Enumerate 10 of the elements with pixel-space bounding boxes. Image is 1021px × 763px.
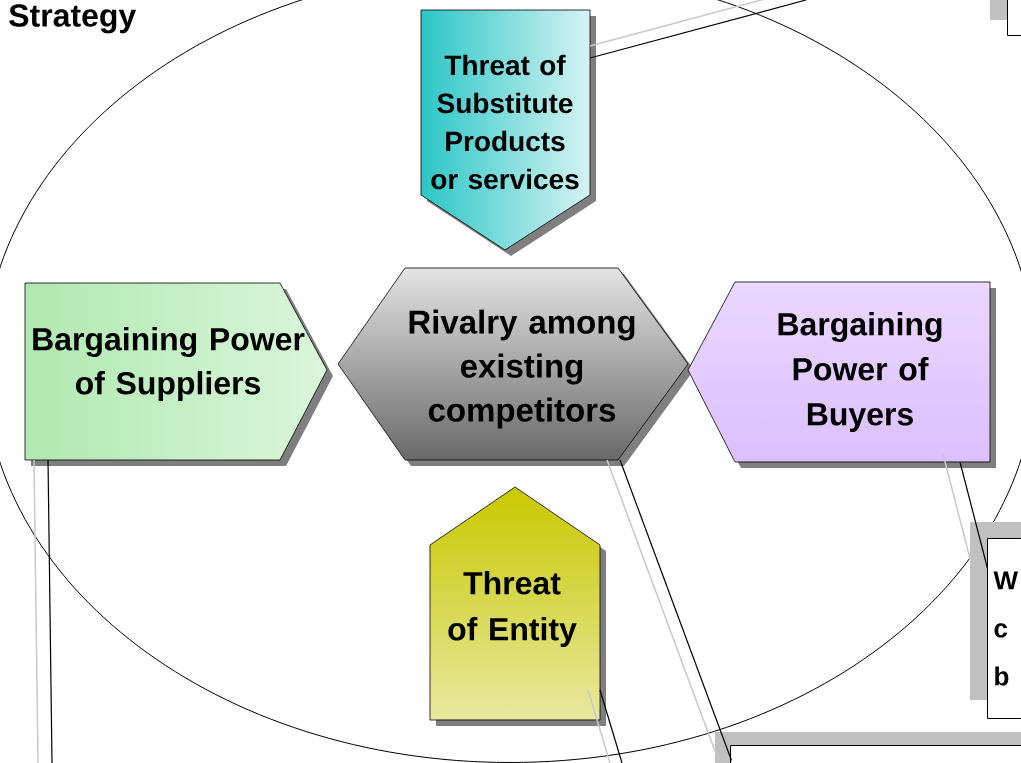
leader-line — [589, 0, 807, 59]
hexagon: Rivalry among existing competitors — [337, 267, 694, 466]
leader-line — [587, 689, 623, 763]
box — [990, 0, 1021, 36]
leader-line — [942, 453, 989, 570]
text-box: W c b — [970, 522, 1021, 719]
box — [715, 732, 1021, 763]
leader-line — [606, 459, 733, 762]
leader-line — [33, 459, 53, 763]
title: Strategy — [9, 4, 137, 34]
